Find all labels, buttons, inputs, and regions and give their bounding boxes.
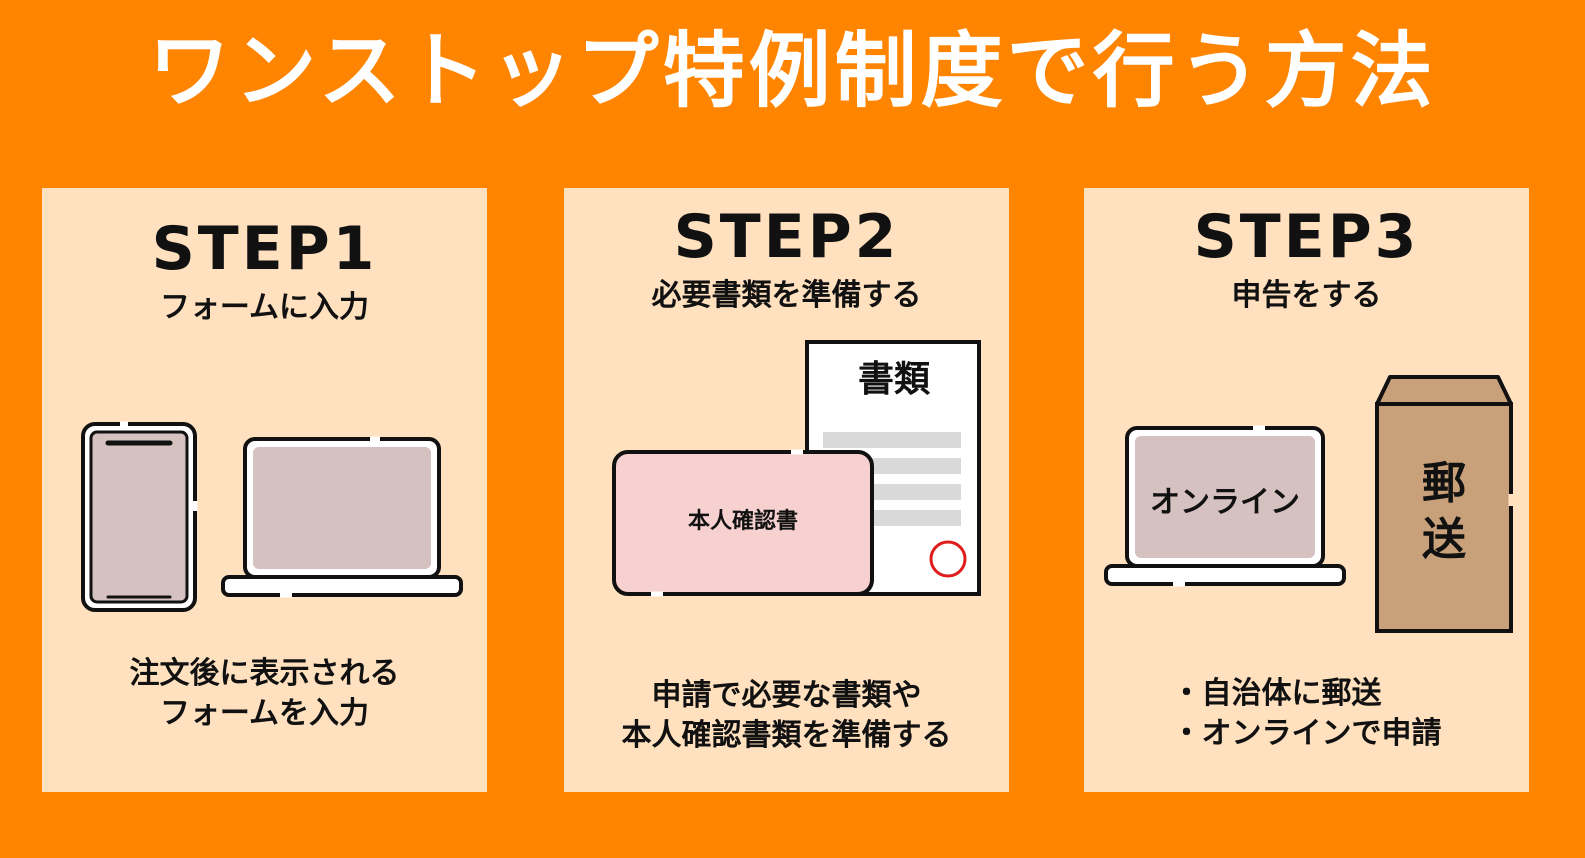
step1-description: 注文後に表示される フォームを入力 (42, 654, 487, 734)
page-title: ワンストップ特例制度で行う方法 (148, 24, 1437, 119)
document-label: 書類 (857, 359, 930, 400)
step2-desc-line: 本人確認書類を準備する (621, 718, 952, 753)
online-label: オンライン (1150, 485, 1300, 520)
laptop-icon (1104, 425, 1346, 587)
mail-label-char: 送 (1422, 514, 1466, 565)
id-card-label: 本人確認書 (687, 509, 798, 534)
step3-panel: STEP3 申告をする オンライン 郵 送 ・自治体に郵送 ・オンラインで申請 (1084, 188, 1529, 792)
step3-desc-line: ・自治体に郵送 (1171, 676, 1382, 711)
step2-panel: STEP2 必要書類を準備する 書類 本人確認書 申請で必要な書類や 本人確認書… (564, 188, 1009, 792)
step3-subtitle: 申告をする (1231, 278, 1382, 313)
step1-heading: STEP1 (151, 214, 378, 284)
seal-icon (929, 540, 967, 578)
step1-desc-line: 注文後に表示される (129, 656, 400, 691)
id-card-icon (612, 449, 874, 597)
step2-heading: STEP2 (673, 202, 900, 272)
step2-desc-line: 申請で必要な書類や (651, 678, 922, 713)
laptop-icon (221, 436, 463, 598)
step2-description: 申請で必要な書類や 本人確認書類を準備する (564, 676, 1009, 756)
step1-subtitle: フォームに入力 (159, 290, 370, 325)
step3-description: ・自治体に郵送 ・オンラインで申請 (1084, 674, 1529, 754)
step1-panel: STEP1 フォームに入力 注文後に表示される フォームを入力 (42, 188, 487, 792)
step3-heading: STEP3 (1193, 202, 1420, 272)
smartphone-icon (81, 421, 198, 612)
step3-desc-line: ・オンラインで申請 (1171, 716, 1442, 751)
mail-label-char: 郵 (1422, 458, 1466, 509)
step2-subtitle: 必要書類を準備する (651, 278, 922, 313)
mail-label: 郵 送 (1377, 456, 1511, 568)
step1-desc-line: フォームを入力 (159, 696, 370, 731)
envelope-icon (1375, 375, 1514, 633)
